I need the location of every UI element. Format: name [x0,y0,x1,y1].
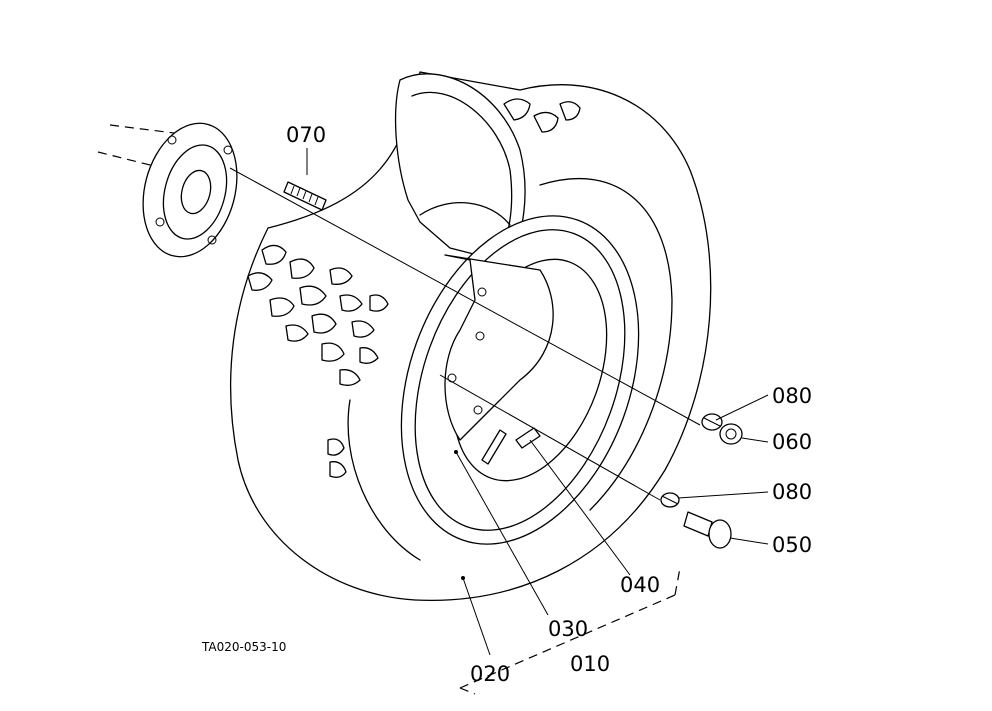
label-020: 020 [470,662,510,686]
label-030: 030 [548,617,588,641]
label-010: 010 [570,652,610,676]
nut-060 [719,423,743,445]
rim-part-040 [515,427,541,449]
label-040: 040 [620,573,660,597]
assembly-axis-lines [229,167,701,501]
hub-flange [97,122,238,258]
valve-stem [481,429,507,465]
washer-080-b [660,492,680,508]
label-060: 060 [772,430,812,454]
bolt-050 [683,511,732,549]
figure-code: TA020-053-10 [201,640,286,654]
stud-070 [283,181,327,211]
label-080-upper: 080 [772,384,812,408]
label-050: 050 [772,533,812,557]
label-080-lower: 080 [772,480,812,504]
washer-080-a [701,413,723,431]
leader-lines [306,148,769,695]
label-070: 070 [286,123,326,147]
